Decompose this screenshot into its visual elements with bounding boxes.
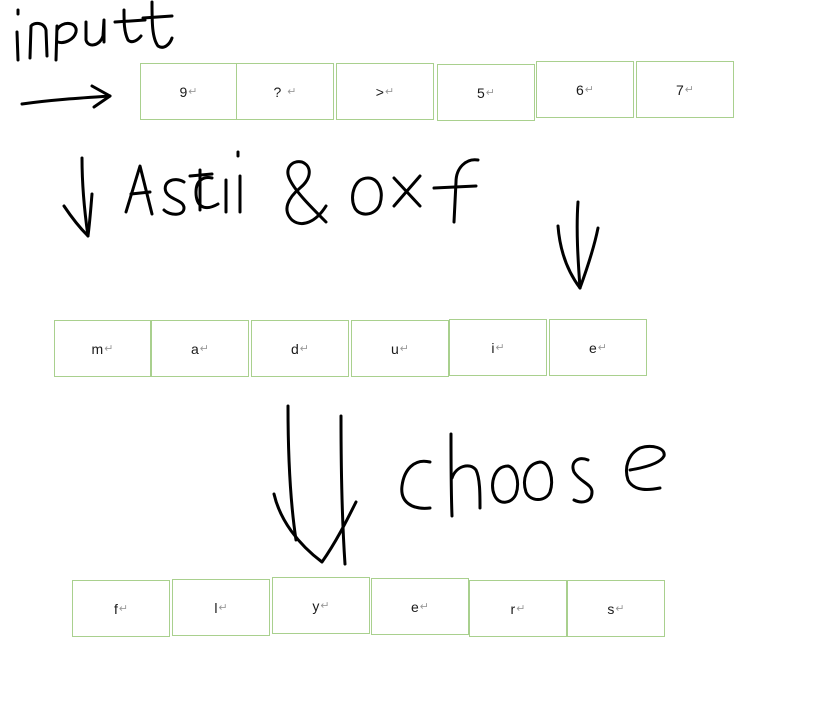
input-cell: 5↵	[437, 64, 535, 121]
handwritten-choose-label	[400, 432, 666, 518]
input-cell: 9↵	[140, 63, 237, 120]
input-cell: ?↵	[236, 63, 334, 120]
down-arrow-icon	[556, 200, 600, 290]
cell-char: u	[390, 340, 399, 357]
cell-char: e	[410, 598, 419, 615]
cell-char: i	[491, 339, 495, 356]
index-cell: e↵	[549, 319, 647, 376]
cell-char: f	[113, 600, 118, 617]
return-icon: ↵	[516, 603, 526, 615]
cell-char: 9	[179, 83, 188, 100]
return-icon: ↵	[118, 603, 129, 615]
cell-char: ?	[273, 83, 282, 100]
return-icon: ↵	[485, 87, 495, 99]
return-icon: ↵	[495, 342, 505, 354]
return-icon: ↵	[597, 342, 607, 354]
cell-char: r	[510, 600, 516, 617]
return-icon: ↵	[584, 84, 594, 96]
cell-char: s	[607, 600, 615, 617]
cell-char: y	[312, 597, 320, 614]
down-arrow-icon	[62, 156, 94, 238]
cell-char: 7	[675, 81, 684, 98]
output-cell: e↵	[371, 578, 469, 635]
cell-char: 6	[575, 81, 584, 98]
cell-char: 5	[476, 84, 485, 101]
return-icon: ↵	[615, 603, 625, 615]
cell-char: a	[190, 340, 199, 357]
output-cell: l↵	[172, 579, 270, 636]
return-icon: ↵	[199, 343, 209, 355]
return-icon: ↵	[218, 602, 228, 614]
handwritten-transform-label	[124, 150, 480, 225]
handwritten-input-label	[15, 0, 174, 62]
input-cell: 7↵	[636, 61, 734, 118]
output-cell: r↵	[469, 580, 567, 637]
return-icon: ↵	[287, 86, 297, 98]
return-icon: ↵	[384, 86, 395, 98]
return-icon: ↵	[188, 86, 198, 98]
right-arrow-icon	[20, 84, 112, 109]
double-down-arrow-icon	[272, 404, 358, 566]
return-icon: ↵	[320, 600, 330, 612]
return-icon: ↵	[299, 343, 309, 355]
output-cell: f↵	[72, 580, 170, 637]
index-cell: d↵	[251, 320, 349, 377]
return-icon: ↵	[104, 343, 114, 355]
index-cell: m↵	[54, 320, 151, 377]
output-cell: y↵	[272, 577, 370, 634]
cell-char: l	[214, 599, 218, 616]
cell-char: d	[290, 340, 299, 357]
cell-char: >	[375, 83, 384, 100]
return-icon: ↵	[419, 601, 429, 613]
cell-char: e	[588, 339, 597, 356]
return-icon: ↵	[684, 84, 694, 96]
input-cell: 6↵	[536, 61, 634, 118]
index-cell: u↵	[351, 320, 449, 377]
output-cell: s↵	[567, 580, 665, 637]
index-cell: a↵	[151, 320, 249, 377]
index-cell: i↵	[449, 319, 547, 376]
cell-char: m	[91, 340, 104, 357]
return-icon: ↵	[399, 343, 409, 355]
input-cell: >↵	[336, 63, 434, 120]
